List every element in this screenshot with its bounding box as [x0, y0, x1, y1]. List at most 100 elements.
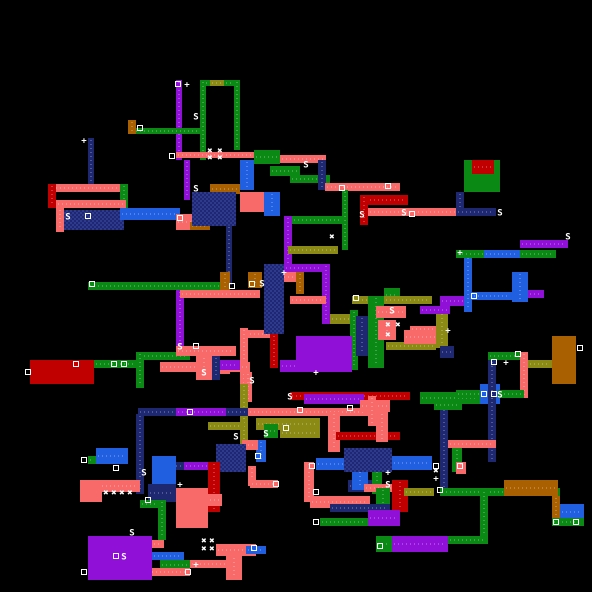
corridor-green	[254, 150, 280, 164]
svg-text:✖: ✖	[329, 233, 334, 243]
corridor-blue	[120, 208, 180, 220]
corridor-green	[88, 456, 96, 464]
dot-marker-icon	[121, 361, 127, 367]
corridor-blue	[392, 456, 432, 470]
room-orange	[128, 120, 136, 134]
corridor-green	[270, 166, 300, 176]
corridor-red	[270, 330, 278, 368]
plus-marker-icon: +	[281, 269, 287, 279]
corridor-red	[472, 160, 494, 174]
dot-marker-icon	[491, 391, 497, 397]
plus-marker-icon: +	[177, 481, 183, 491]
svg-text:+: +	[177, 481, 183, 491]
svg-text:✖: ✖	[217, 147, 222, 157]
svg-text:✖: ✖	[209, 545, 214, 555]
corridor-blue	[256, 440, 266, 462]
dot-marker-icon	[283, 425, 289, 431]
plus-marker-icon: +	[445, 327, 451, 337]
corridor-purple	[280, 360, 300, 372]
dot-marker-icon	[313, 519, 319, 525]
svg-text:+: +	[433, 475, 439, 485]
corridor-purple	[420, 306, 450, 314]
dot-marker-icon	[81, 457, 87, 463]
corridor-salmon	[56, 208, 64, 232]
plus-marker-icon: +	[313, 369, 319, 379]
corridor-green	[264, 424, 278, 438]
corridor-blue	[316, 458, 350, 470]
corridor-red	[368, 195, 408, 205]
corridor-salmon	[176, 152, 266, 158]
corridor-green	[200, 80, 206, 160]
corridor-purple	[440, 296, 470, 306]
corridor-salmon	[325, 183, 400, 191]
corridor-green	[456, 390, 496, 398]
dot-marker-icon	[81, 569, 87, 575]
svg-text:S: S	[497, 391, 502, 401]
corridor-salmon	[190, 560, 230, 568]
corridor-salmon	[100, 480, 140, 492]
corridor-blue	[264, 192, 280, 216]
dot-marker-icon	[409, 211, 415, 217]
room-navy	[440, 404, 448, 494]
corridor-salmon	[282, 272, 296, 282]
corridor-blue	[560, 504, 584, 520]
dot-marker-icon	[255, 453, 261, 459]
save-point-icon: S	[177, 343, 182, 353]
corridor-salmon	[180, 290, 260, 298]
corridor-purple	[304, 394, 364, 404]
dot-marker-icon	[169, 153, 175, 159]
room-navy	[64, 210, 124, 230]
corridor-green	[158, 500, 166, 540]
corridor-blue	[472, 292, 512, 300]
cross-marker-icon: ✖	[103, 489, 108, 499]
svg-text:S: S	[401, 209, 406, 219]
corridor-green	[320, 518, 368, 526]
corridor-olive	[404, 488, 434, 496]
corridor-salmon	[376, 412, 388, 442]
room-orange	[504, 480, 558, 496]
corridor-red	[48, 184, 56, 208]
plus-marker-icon: +	[433, 475, 439, 485]
corridor-salmon	[328, 412, 340, 452]
corridor-purple	[176, 290, 184, 360]
room-orange	[220, 272, 230, 290]
cross-marker-icon: ✖	[209, 545, 214, 555]
dot-marker-icon	[553, 519, 559, 525]
save-point-icon: S	[249, 377, 254, 387]
corridor-green	[488, 352, 528, 360]
corridor-green	[160, 560, 190, 570]
corridor-green	[342, 190, 348, 250]
plus-marker-icon: +	[385, 469, 391, 479]
corridor-green	[434, 400, 462, 410]
dot-marker-icon	[273, 481, 279, 487]
svg-text:S: S	[201, 369, 206, 379]
corridor-salmon	[242, 440, 258, 450]
plus-marker-icon: +	[184, 81, 190, 91]
corridor-purple	[528, 290, 544, 298]
room-navy	[356, 316, 368, 356]
corridor-salmon	[376, 306, 406, 318]
corridor-purple	[176, 80, 182, 160]
corridor-salmon	[80, 480, 102, 502]
cross-marker-icon: ✖	[217, 154, 222, 164]
svg-text:✖: ✖	[207, 154, 212, 164]
purple-lower-hall	[88, 536, 152, 580]
room-navy	[212, 356, 220, 380]
save-point-icon: S	[201, 369, 206, 379]
svg-text:✖: ✖	[201, 537, 206, 547]
corridor-salmon	[410, 326, 436, 332]
save-point-icon: S	[193, 113, 198, 123]
corridor-olive	[352, 296, 380, 304]
room-orange	[210, 184, 240, 194]
svg-text:+: +	[193, 561, 199, 571]
room-orange	[296, 272, 304, 294]
corridor-salmon	[248, 408, 368, 416]
cross-marker-icon: ✖	[395, 321, 400, 331]
corridor-olive	[208, 422, 244, 430]
svg-text:✖: ✖	[201, 545, 206, 555]
corridor-blue	[96, 448, 128, 464]
svg-text:✖: ✖	[209, 537, 214, 547]
cross-marker-icon: ✖	[217, 147, 222, 157]
corridor-olive	[436, 308, 448, 348]
